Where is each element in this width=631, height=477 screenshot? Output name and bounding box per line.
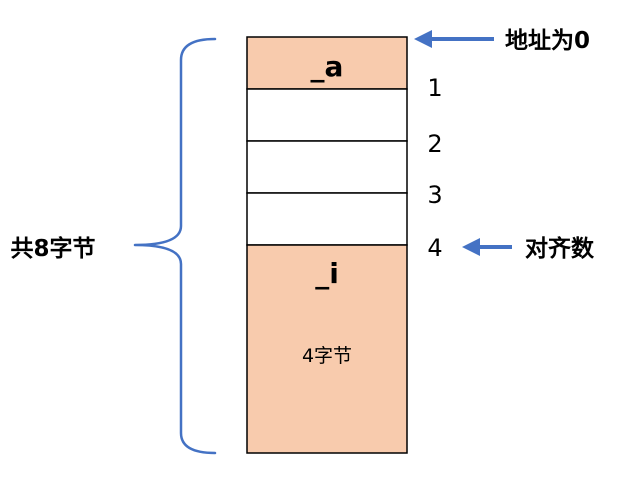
- cell-i: [246, 244, 408, 454]
- total-size-label: 共8字节: [10, 235, 95, 262]
- offset-4: 4: [427, 234, 442, 262]
- cell-padding-1: [246, 88, 408, 142]
- offset-1: 1: [427, 74, 442, 102]
- total-size-brace: [133, 37, 217, 455]
- cell-padding-3: [246, 192, 408, 246]
- offset-2: 2: [427, 130, 442, 158]
- alignment-label: 对齐数: [525, 235, 595, 262]
- var-a-label: _a: [311, 50, 344, 83]
- cell-padding-2: [246, 140, 408, 194]
- offset-3: 3: [427, 181, 442, 209]
- var-i-size-label: 4字节: [302, 345, 352, 367]
- alignment-arrow: [462, 238, 512, 256]
- var-i-label: _i: [315, 257, 339, 290]
- address-zero-arrow: [414, 30, 494, 48]
- cell-a: [246, 36, 408, 90]
- address-zero-label: 地址为0: [505, 28, 590, 54]
